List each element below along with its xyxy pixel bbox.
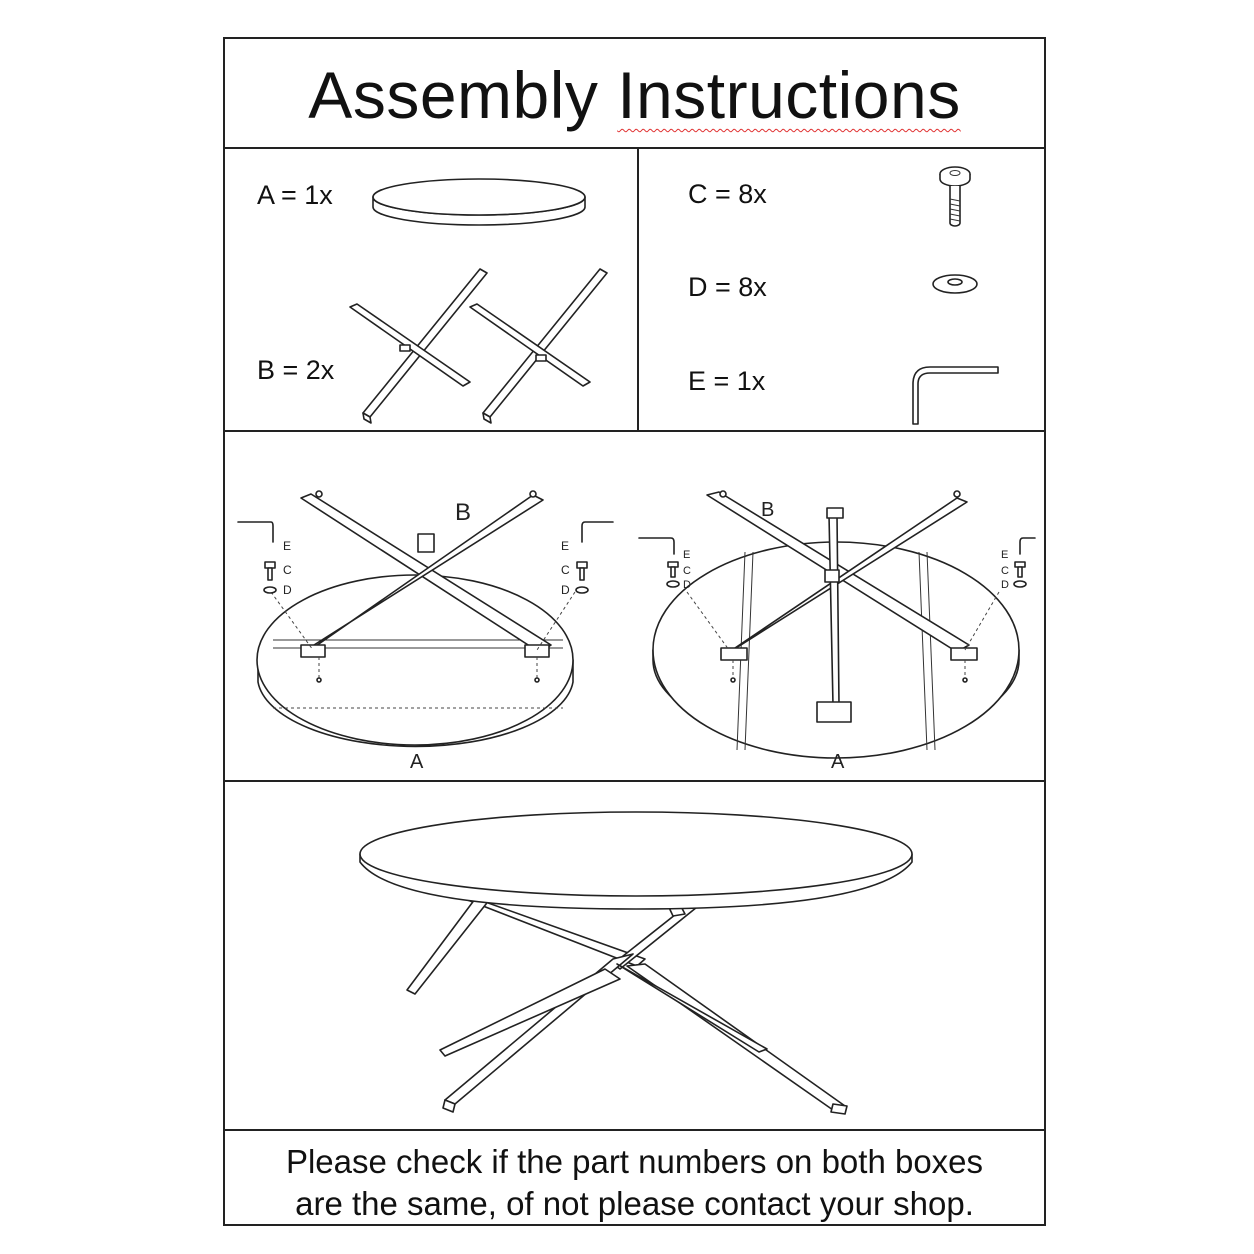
step1-label-a: A (410, 751, 424, 773)
tabletop-icon (372, 178, 586, 226)
step2-right-c-label: C (1001, 565, 1009, 577)
washer-icon (932, 274, 978, 294)
title-word-assembly: Assembly (308, 58, 599, 132)
parts-divider (637, 149, 639, 430)
step2-left-d-label: D (683, 579, 691, 591)
assembled-table-section (225, 782, 1044, 1131)
step2-label-a: A (831, 751, 845, 773)
part-b-label: B = 2x (257, 355, 335, 385)
step2-diagram: E C D E C D B A (638, 490, 1036, 773)
assembled-table-diagram (359, 811, 913, 1115)
note-line-2: are the same, of not please contact your… (295, 1185, 974, 1222)
tabletop-a (256, 574, 574, 746)
step2-label-b: B (761, 499, 774, 521)
step1-right-e-label: E (561, 539, 569, 553)
step2-right-e-label: E (1001, 549, 1008, 561)
step2-left-e-label: E (683, 549, 690, 561)
step1-diagram: E C D E C D B A (237, 490, 614, 773)
part-check-note: Please check if the part numbers on both… (225, 1141, 1044, 1225)
part-d-label: D = 8x (688, 272, 767, 302)
step2-left-c-label: C (683, 565, 691, 577)
step1-left-e-label: E (283, 539, 291, 553)
step1-right-c-label: C (561, 563, 570, 577)
title-section: Assembly Instructions (225, 39, 1044, 149)
part-a-label: A = 1x (257, 180, 333, 210)
allen-key-icon (912, 366, 999, 425)
assembly-steps-section: E C D E C D B A (225, 432, 1044, 782)
note-line-1: Please check if the part numbers on both… (285, 1143, 984, 1180)
parts-list-section: A = 1x B = 2x C = 8x D = 8x E = 1x (225, 149, 1044, 432)
step1-left-d-label: D (283, 583, 292, 597)
step1-right-d-label: D (561, 583, 570, 597)
step1-label-b: B (455, 499, 471, 526)
x-leg-frame-icon (349, 268, 608, 424)
note-section: Please check if the part numbers on both… (225, 1131, 1044, 1226)
bolt-icon (939, 166, 971, 227)
step2-right-d-label: D (1001, 579, 1009, 591)
step1-left-c-label: C (283, 563, 292, 577)
page-title: Assembly Instructions (225, 57, 1044, 133)
part-e-label: E = 1x (688, 366, 766, 396)
title-word-instructions: Instructions (617, 58, 961, 132)
part-c-label: C = 8x (688, 179, 767, 209)
instruction-sheet: Assembly Instructions A = 1x B = 2x C = … (223, 37, 1046, 1226)
